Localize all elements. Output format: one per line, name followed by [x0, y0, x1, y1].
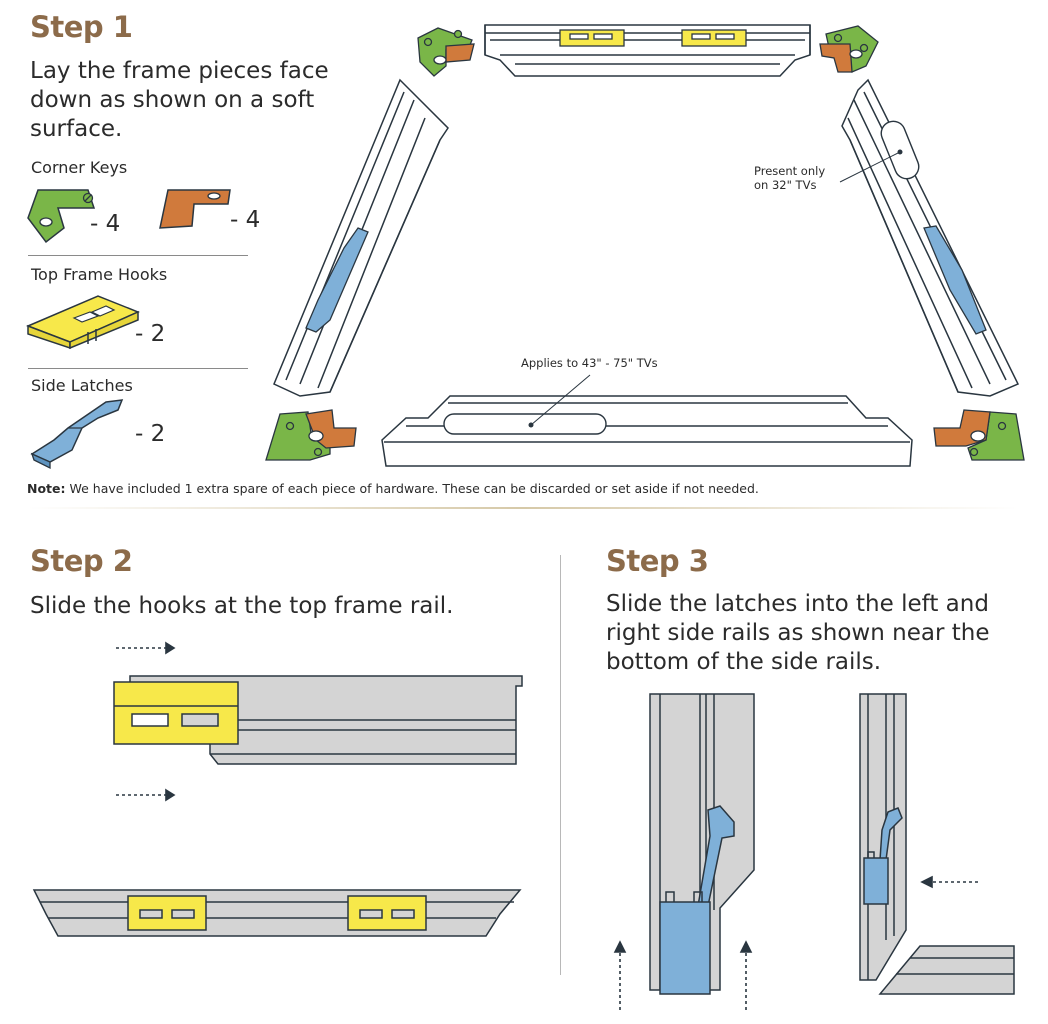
corner-key-bottom-right: [933, 409, 1025, 461]
top-rail: [484, 24, 811, 77]
parts-divider-2: [28, 368, 248, 369]
latches-label: Side Latches: [31, 376, 133, 395]
section-divider: [28, 507, 1018, 509]
latches-qty: - 2: [135, 421, 166, 447]
orange-corner-key-icon: [159, 189, 231, 229]
top-rail-full: [32, 889, 522, 937]
latch-closeup-right: [863, 807, 903, 905]
parts-divider-1: [28, 255, 248, 256]
step1-text: Lay the frame pieces face down as shown …: [30, 58, 329, 142]
step-column-divider: [560, 555, 561, 975]
frame-layout-diagram: [265, 24, 1025, 467]
hook-closeup: [113, 681, 239, 745]
corner-keys-label: Corner Keys: [31, 158, 128, 177]
up-arrow-right: [739, 940, 753, 1010]
orange-key-qty: - 4: [230, 207, 261, 233]
step3-title: Step 3: [606, 544, 709, 578]
callout-43-75-tvs: Applies to 43" - 75" TVs: [521, 356, 658, 370]
callout-32-tvs: Present only on 32" TVs: [754, 164, 826, 192]
note-text: We have included 1 extra spare of each p…: [65, 481, 759, 496]
bottom-rail-corner: [878, 945, 1015, 995]
slide-arrow-top: [116, 641, 176, 655]
hooks-qty: - 2: [135, 321, 166, 347]
top-rail-full-hooks: [127, 895, 427, 931]
hooks-label: Top Frame Hooks: [31, 265, 168, 284]
step2-title: Step 2: [30, 544, 133, 578]
green-corner-key-icon: [27, 189, 96, 244]
side-latch-icon: [30, 399, 124, 470]
corner-key-bottom-left: [265, 409, 357, 461]
right-rail-latch: [923, 225, 987, 335]
up-arrow-left: [613, 940, 627, 1010]
step3-text: Slide the latches into the left and righ…: [606, 591, 990, 675]
note-label: Note:: [27, 481, 66, 496]
step2-hook-slide-diagram: [32, 641, 523, 937]
step3-latch-slide-diagram: [613, 693, 1015, 1010]
slide-arrow-bottom: [116, 788, 176, 802]
left-rail-latch: [305, 227, 369, 333]
hardware-note: Note: We have included 1 extra spare of …: [27, 481, 759, 496]
top-frame-hook-icon: [26, 295, 140, 350]
left-arrow: [920, 875, 978, 889]
step2-text: Slide the hooks at the top frame rail.: [30, 593, 454, 619]
green-key-qty: - 4: [90, 211, 121, 237]
step1-title: Step 1: [30, 10, 133, 44]
corner-key-top-left: [417, 27, 475, 77]
top-rail-hooks: [559, 29, 747, 47]
latch-closeup-left: [659, 805, 735, 995]
corner-key-top-right: [819, 25, 879, 73]
bottom-rail-slot: [443, 413, 607, 435]
